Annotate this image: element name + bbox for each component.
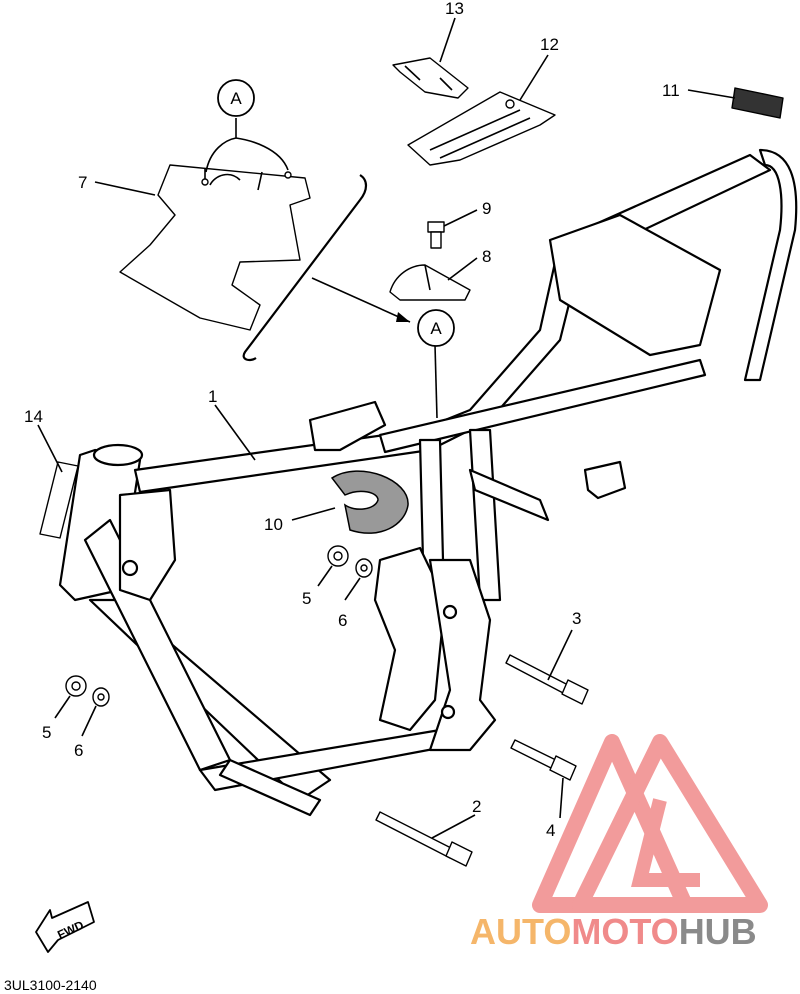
callout-4: 4	[546, 821, 555, 840]
foam-10	[330, 470, 409, 534]
svg-text:A: A	[430, 319, 442, 338]
washer-6-lower	[92, 687, 110, 707]
svg-text:AUTOMOTOHUB: AUTOMOTOHUB	[470, 911, 757, 952]
callout-11: 11	[662, 81, 680, 100]
watermark-logo	[532, 734, 768, 913]
decal-14	[39, 461, 79, 539]
svg-text:A: A	[230, 89, 242, 108]
fwd-arrow: FWD	[35, 901, 95, 953]
watermark-part2: MOTO	[571, 911, 678, 952]
callout-3: 3	[572, 609, 581, 628]
strap-13	[392, 57, 469, 99]
bolt-2	[375, 811, 473, 867]
callout-1: 1	[208, 387, 217, 406]
bolt-3	[505, 654, 589, 705]
callout-6-upper: 6	[338, 611, 347, 630]
bolt-4	[510, 739, 577, 781]
nut-5-upper	[327, 545, 349, 567]
callout-12: 12	[540, 35, 559, 54]
callout-labels: 1 2 3 4 5 6 5 6 7 8 9 10 11 12 13 14	[24, 0, 680, 840]
ref-marker-a-top: A	[217, 79, 255, 117]
frame-1	[58, 148, 798, 817]
watermark-part3: HUB	[679, 911, 757, 952]
watermark-text: AUTOMOTOHUB	[470, 911, 757, 952]
callout-5-upper: 5	[302, 589, 311, 608]
bolt-9	[427, 221, 445, 249]
diagram-code: 3UL3100-2140	[4, 977, 97, 993]
ref-marker-a-frame: A	[417, 309, 455, 347]
callout-10: 10	[264, 515, 283, 534]
callout-13: 13	[445, 0, 464, 18]
seat-panel-7	[119, 164, 311, 331]
pouch-12	[407, 91, 556, 166]
callout-7: 7	[78, 173, 87, 192]
callout-5-lower: 5	[42, 723, 51, 742]
washer-6-upper	[355, 558, 373, 578]
bracket-8	[389, 264, 471, 301]
callout-9: 9	[482, 199, 491, 218]
leader-lines	[37, 17, 736, 839]
callout-6-lower: 6	[74, 741, 83, 760]
watermark-part1: AUTO	[470, 911, 571, 952]
pad-11	[731, 87, 784, 119]
callout-2: 2	[472, 797, 481, 816]
callout-8: 8	[482, 247, 491, 266]
callout-14: 14	[24, 407, 43, 426]
nut-5-lower	[65, 675, 87, 697]
